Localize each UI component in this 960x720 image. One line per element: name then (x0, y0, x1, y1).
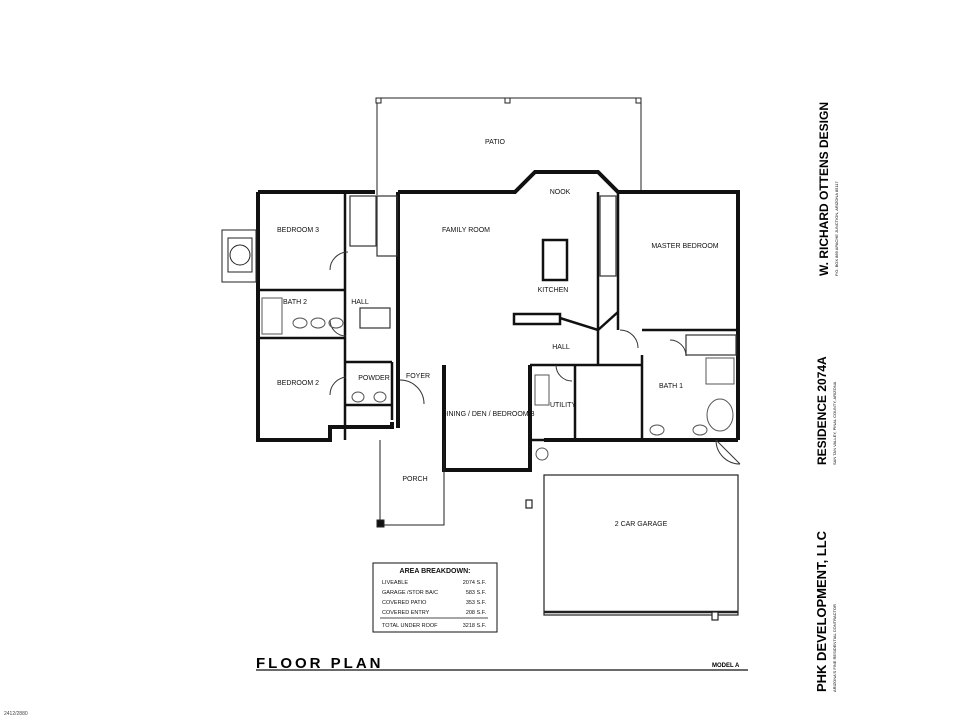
room-label-family-room: FAMILY ROOM (442, 227, 490, 234)
area-row-label: COVERED PATIO (382, 600, 427, 606)
area-row-label: LIVEABLE (382, 580, 408, 586)
room-label-bedroom-3: BEDROOM 3 (277, 227, 319, 234)
garage-outline (525, 474, 739, 621)
area-breakdown-heading: AREA BREAKDOWN: (400, 568, 471, 575)
area-row-value: 3218 S.F. (463, 623, 487, 629)
doors (329, 251, 741, 465)
room-label-hall-left: HALL (351, 299, 369, 306)
room-label-powder: POWDER (358, 375, 390, 382)
model-label: MODEL A (712, 663, 740, 669)
area-breakdown-box: AREA BREAKDOWN: LIVEABLE 2074 S.F. GARAG… (372, 562, 498, 633)
room-label-bath-1: BATH 1 (659, 383, 683, 390)
developer-sub: ARIZONA'S FINE RESIDENTIAL CONTRACTOR (832, 604, 837, 692)
developer-name: PHK DEVELOPMENT, LLC (814, 530, 829, 692)
designer-sub: P.O. BOX 889 APACHE JUNCTION, ARIZONA 85… (834, 181, 839, 276)
room-label-foyer: FOYER (406, 373, 430, 380)
area-row-value: 353 S.F. (466, 600, 487, 606)
room-label-garage: 2 CAR GARAGE (615, 521, 668, 528)
side-title-block: W. RICHARD OTTENS DESIGN P.O. BOX 889 AP… (814, 102, 839, 692)
room-label-master-bedroom: MASTER BEDROOM (651, 243, 718, 250)
room-label-kitchen: KITCHEN (538, 287, 569, 294)
room-label-utility: UTILITY (550, 402, 576, 409)
title-block: FLOOR PLAN MODEL A (256, 655, 748, 672)
closets (349, 195, 737, 356)
interior-walls (258, 192, 738, 442)
room-label-nook: NOOK (550, 189, 571, 196)
residence-sub: SAN TAN VALLEY, PINAL COUNTY, ARIZONA (832, 381, 837, 465)
area-row-label: TOTAL UNDER ROOF (382, 623, 438, 629)
ac-unit (221, 229, 257, 283)
room-label-porch: PORCH (402, 476, 427, 483)
room-label-dining: DINING / DEN / BEDROOM 3 (442, 411, 535, 418)
room-label-patio: PATIO (485, 139, 506, 146)
residence-name: RESIDENCE 2074A (815, 356, 829, 465)
floor-plan-title: FLOOR PLAN (256, 655, 384, 672)
area-row-value: 208 S.F. (466, 610, 487, 616)
area-row-label: GARAGE /STOR BA/C (382, 590, 438, 596)
scan-stamp: 2412/2880 (4, 711, 28, 717)
porch-outline (376, 440, 445, 528)
area-row-value: 583 S.F. (466, 590, 487, 596)
patio-outline (375, 97, 642, 195)
room-label-bath-2: BATH 2 (283, 299, 307, 306)
fixtures (261, 297, 735, 461)
area-row-value: 2074 S.F. (463, 580, 487, 586)
room-label-bedroom-2: BEDROOM 2 (277, 380, 319, 387)
designer-name: W. RICHARD OTTENS DESIGN (817, 102, 831, 276)
area-row-label: COVERED ENTRY (382, 610, 430, 616)
room-label-hall-center: HALL (552, 344, 570, 351)
